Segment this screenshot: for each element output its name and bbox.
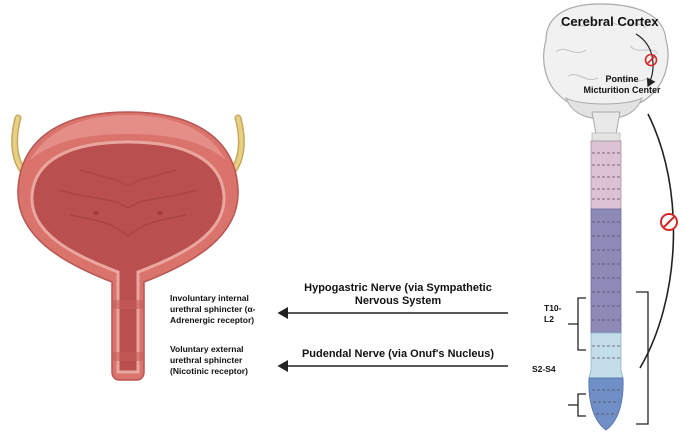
hypogastric-line1: Hypogastric Nerve (via Sympathetic (304, 282, 492, 294)
hypogastric-nerve-label: Hypogastric Nerve (via Sympathetic Nervo… (288, 282, 508, 308)
t10-label: T10- (544, 303, 562, 313)
bladder-lumen (30, 140, 226, 374)
cord-sacral-lightblue (588, 332, 624, 379)
cerebrum (543, 3, 669, 110)
t10-l2-label: T10- L2 (544, 303, 561, 325)
internal-line2: urethral sphincter (α- (170, 304, 256, 314)
cerebellum (565, 96, 643, 119)
l2-label: L2 (544, 314, 554, 324)
cord-conus-blue (588, 377, 624, 431)
pathway-inhibition-icon (660, 213, 678, 231)
s2-s4-label: S2-S4 (532, 364, 556, 374)
cortex-inhibition-icon (644, 53, 658, 67)
cord-cervical (591, 132, 621, 142)
external-line1: Voluntary external (170, 344, 244, 354)
bracket-right (636, 291, 649, 425)
pudendal-nerve-label: Pudendal Nerve (via Onuf's Nucleus) (301, 348, 495, 360)
pmc-label: Pontine Micturition Center (572, 74, 672, 96)
descending-pathway (639, 113, 675, 369)
cord-thoracic-pink (590, 140, 622, 210)
brainstem (591, 111, 621, 135)
hypogastric-line2: Nervous System (354, 295, 442, 307)
cord-thoracolumbar-purple (590, 208, 622, 334)
external-line2: urethral sphincter (170, 355, 243, 365)
bracket-t10-l2 (568, 297, 586, 351)
cerebral-cortex-label: Cerebral Cortex (561, 14, 659, 29)
spinal-cord (588, 132, 624, 431)
bracket-s2-s4 (568, 393, 586, 417)
external-sphincter (112, 352, 144, 361)
external-line3: (Nicotinic receptor) (170, 366, 248, 376)
internal-sphincter-label: Involuntary internal urethral sphincter … (170, 293, 256, 326)
pmc-label-line1: Pontine (605, 74, 639, 84)
internal-line1: Involuntary internal (170, 293, 249, 303)
brain (543, 3, 669, 135)
pmc-label-line2: Micturition Center (583, 85, 661, 95)
bladder (11, 111, 245, 381)
internal-sphincter (112, 300, 144, 309)
internal-line3: Adrenergic receptor) (170, 315, 255, 325)
external-sphincter-label: Voluntary external urethral sphincter (N… (170, 344, 248, 377)
